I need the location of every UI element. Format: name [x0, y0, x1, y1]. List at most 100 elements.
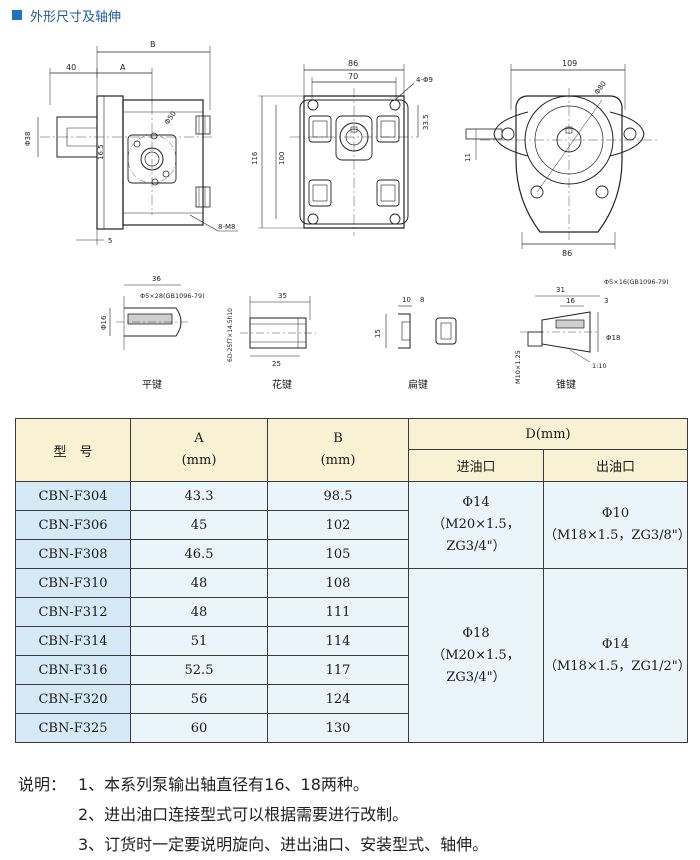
dim-70: 70	[348, 72, 358, 81]
outlet-thread-2: （M18×1.5，ZG1/2"）	[544, 658, 691, 674]
dim-36: 36	[152, 275, 161, 283]
cell-b: 111	[267, 597, 409, 627]
header-a-label: A	[194, 431, 204, 446]
header-b: B (mm)	[267, 418, 409, 482]
note-line: 3、订货时一定要说明旋向、进出油口、安装型式、轴伸。	[18, 830, 488, 860]
cell-a: 51	[130, 626, 268, 656]
cell-a: 45	[130, 510, 268, 540]
spec-table: 型 号 A (mm) B (mm) D(mm) 进油口 出油口 CBN-F304…	[15, 418, 691, 743]
thread-M10: M10×1.25	[514, 350, 522, 384]
header-a: A (mm)	[130, 418, 268, 482]
header-outlet: 出油口	[542, 449, 689, 482]
dim-33.5: 33.5	[422, 114, 430, 130]
spline-spec: 6D-25f7×14.5h10	[227, 308, 234, 362]
side-view: 109 Φ80 11 86	[464, 59, 660, 258]
header-b-unit: (mm)	[320, 453, 356, 468]
cell-model: CBN-F306	[15, 510, 131, 540]
woodruff-key-view: 10 8 15 扁键	[374, 296, 457, 391]
dim-86-side: 86	[562, 249, 572, 258]
dim-phi38: Φ38	[24, 132, 32, 146]
cell-b: 124	[267, 684, 409, 714]
dim-116: 116	[251, 151, 259, 165]
table-row: CBN-F320 56 124	[15, 684, 688, 714]
dim-3: 3	[604, 297, 608, 305]
cell-inlet-group2: Φ18 （M20×1.5，ZG3/4"）	[408, 568, 544, 743]
spline-key-view: 35 6D-25f7×14.5h10 25 花键	[227, 292, 316, 391]
dim-25: 25	[272, 360, 281, 368]
cell-outlet-group2: Φ14 （M18×1.5，ZG1/2"）	[542, 568, 691, 743]
dim-40: 40	[66, 63, 76, 72]
dim-8: 8	[420, 296, 424, 304]
notes: 说明： 1、本系列泵输出轴直径有16、18两种。 2、进出油口连接型式可以根据需要…	[18, 770, 488, 860]
cell-b: 105	[267, 539, 409, 569]
header-inlet: 进油口	[408, 449, 544, 482]
cell-model: CBN-F312	[15, 597, 131, 627]
technical-drawing: B 40 A	[24, 40, 669, 391]
taper-ratio: 1:10	[592, 362, 607, 370]
cell-model: CBN-F325	[15, 713, 131, 743]
dim-35: 35	[278, 292, 287, 300]
header-square-icon	[12, 10, 22, 20]
table-row: CBN-F308 46.5 105	[15, 539, 688, 569]
dim-31: 31	[556, 286, 565, 294]
flat-key-spec: Φ5×28(GB1096-79)	[140, 292, 205, 300]
caption-spline-key: 花键	[272, 378, 292, 391]
table-row: CBN-F314 51 114	[15, 626, 688, 656]
header-d: D(mm)	[407, 418, 689, 450]
cell-a: 52.5	[130, 655, 268, 685]
dim-A: A	[120, 63, 126, 72]
inlet-dia-1: Φ14	[462, 495, 490, 510]
cell-model: CBN-F314	[15, 626, 131, 656]
dim-phi16: Φ16	[100, 315, 108, 330]
cell-a: 43.3	[130, 481, 268, 511]
cell-a: 60	[130, 713, 268, 743]
note-item: 2、进出油口连接型式可以根据需要进行改制。	[78, 805, 409, 824]
taper-key-spec: Φ5×16(GB1096-79)	[604, 278, 669, 286]
inlet-thread-2: （M20×1.5，ZG3/4"）	[432, 647, 520, 685]
dim-B: B	[150, 40, 156, 49]
cell-inlet-group1: Φ14 （M20×1.5，ZG3/4"）	[408, 481, 544, 569]
cell-b: 117	[267, 655, 409, 685]
outlet-thread-1: （M18×1.5，ZG3/8"）	[544, 528, 691, 543]
note-item: 3、订货时一定要说明旋向、进出油口、安装型式、轴伸。	[78, 835, 489, 854]
table-row: CBN-F306 45 102	[15, 510, 688, 540]
cell-b: 108	[267, 568, 409, 598]
header-a-unit: (mm)	[181, 453, 217, 468]
header-model: 型 号	[15, 418, 131, 482]
dim-100: 100	[278, 152, 286, 165]
dim-11: 11	[464, 153, 472, 162]
cell-model: CBN-F304	[15, 481, 131, 511]
table-row: CBN-F312 48 111	[15, 597, 688, 627]
table-row: CBN-F310 48 108 Φ18 （M20×1.5，ZG3/4"） Φ14…	[15, 568, 691, 743]
table-row: CBN-F316 52.5 117	[15, 655, 688, 685]
cell-a: 48	[130, 597, 268, 627]
section-header: 外形尺寸及轴伸	[12, 4, 121, 26]
cell-b: 102	[267, 510, 409, 540]
notes-label: 说明：	[18, 775, 67, 794]
cell-outlet-group1: Φ10 （M18×1.5，ZG3/8"）	[542, 481, 691, 569]
inlet-dia-2: Φ18	[462, 625, 490, 641]
note-item: 1、本系列泵输出轴直径有16、18两种。	[78, 775, 369, 794]
label-8-M8: 8-M8	[218, 223, 235, 231]
table-row: CBN-F304 43.3 98.5 Φ14 （M20×1.5，ZG3/4"） …	[15, 481, 691, 569]
dim-phi18-taper: Φ18	[606, 334, 620, 342]
cell-model: CBN-F310	[15, 568, 131, 598]
dim-10: 10	[402, 296, 411, 304]
header-b-label: B	[333, 431, 343, 446]
cell-model: CBN-F320	[15, 684, 131, 714]
cell-b: 130	[267, 713, 409, 743]
section-title: 外形尺寸及轴伸	[30, 9, 122, 25]
caption-woodruff-key: 扁键	[408, 378, 428, 391]
note-line: 说明： 1、本系列泵输出轴直径有16、18两种。	[18, 770, 488, 800]
front-view: B 40 A	[24, 40, 238, 245]
dim-86-top: 86	[348, 59, 358, 68]
cell-a: 56	[130, 684, 268, 714]
cell-a: 48	[130, 568, 268, 598]
dim-5: 5	[108, 237, 112, 245]
dim-15: 15	[374, 329, 382, 338]
dim-phi80: Φ80	[593, 80, 608, 96]
cell-a: 46.5	[130, 539, 268, 569]
outlet-dia-1: Φ10	[601, 506, 630, 521]
outlet-dia-2: Φ14	[601, 636, 630, 652]
dim-16.5: 16.5	[97, 144, 105, 160]
